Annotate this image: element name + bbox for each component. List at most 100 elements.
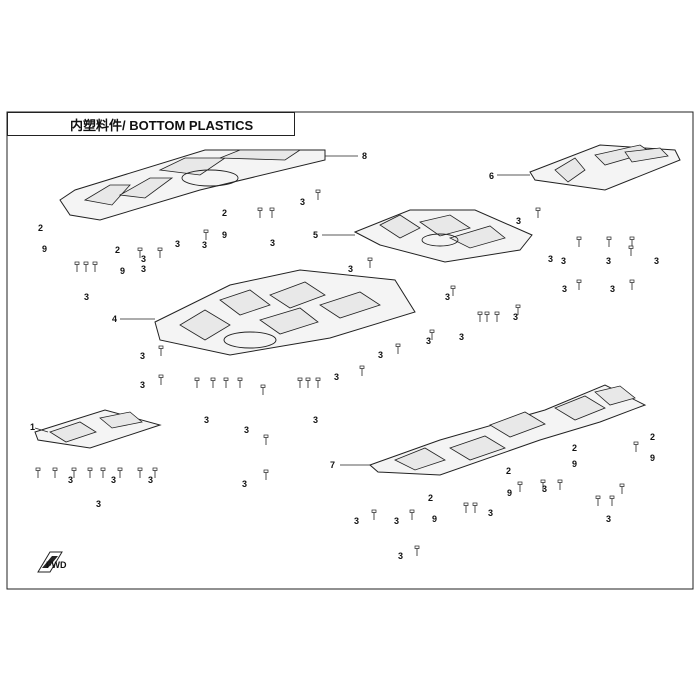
bolt-head bbox=[71, 467, 77, 471]
diagram-frame bbox=[6, 111, 694, 590]
callout-3: 3 bbox=[111, 475, 116, 485]
bolt-head bbox=[152, 467, 158, 471]
callout-3: 3 bbox=[398, 551, 403, 561]
bolt-head bbox=[463, 502, 469, 506]
bolt-head bbox=[367, 257, 373, 261]
bolt-head bbox=[223, 377, 229, 381]
part-7-bottom-plastic bbox=[340, 384, 647, 476]
bolt-head bbox=[269, 207, 275, 211]
bolt-head bbox=[409, 509, 415, 513]
callout-3: 3 bbox=[488, 508, 493, 518]
callout-3: 3 bbox=[548, 254, 553, 264]
bolt-head bbox=[359, 365, 365, 369]
bolt-head bbox=[117, 467, 123, 471]
callout-3: 3 bbox=[141, 264, 146, 274]
bolt-head bbox=[557, 479, 563, 483]
bolt-head bbox=[429, 329, 435, 333]
bolt-head bbox=[494, 311, 500, 315]
callout-3: 3 bbox=[606, 256, 611, 266]
callout-3: 3 bbox=[68, 475, 73, 485]
callout-3: 3 bbox=[270, 238, 275, 248]
bolt-head bbox=[450, 285, 456, 289]
callout-2: 2 bbox=[38, 223, 43, 233]
callout-9: 9 bbox=[650, 453, 655, 463]
part-4-bottom-plastic bbox=[120, 269, 416, 356]
callout-3: 3 bbox=[96, 499, 101, 509]
bolt-head bbox=[92, 261, 98, 265]
bolt-head bbox=[371, 509, 377, 513]
bolt-head bbox=[237, 377, 243, 381]
bolt-head bbox=[158, 374, 164, 378]
bolt-head bbox=[619, 483, 625, 487]
bolt-head bbox=[137, 467, 143, 471]
bolt-head bbox=[100, 467, 106, 471]
callout-3: 3 bbox=[516, 216, 521, 226]
bolt-head bbox=[74, 261, 80, 265]
bolt-head bbox=[35, 467, 41, 471]
callout-3: 3 bbox=[300, 197, 305, 207]
callout-3: 3 bbox=[141, 254, 146, 264]
bolt-head bbox=[606, 236, 612, 240]
bolt-head bbox=[477, 311, 483, 315]
bolt-head bbox=[137, 247, 143, 251]
callout-2: 2 bbox=[650, 432, 655, 442]
callout-3: 3 bbox=[140, 380, 145, 390]
callout-3: 3 bbox=[148, 475, 153, 485]
bolt-head bbox=[158, 345, 164, 349]
bolt-head bbox=[576, 279, 582, 283]
fwd-label: FWD bbox=[46, 560, 67, 570]
bolt-head bbox=[315, 377, 321, 381]
callout-3: 3 bbox=[561, 256, 566, 266]
bolt-head bbox=[52, 467, 58, 471]
callout-3: 3 bbox=[244, 425, 249, 435]
bolt-head bbox=[595, 495, 601, 499]
bolt-head bbox=[629, 279, 635, 283]
part-8-bottom-plastic bbox=[59, 149, 358, 221]
bolt-head bbox=[540, 479, 546, 483]
bolt-head bbox=[315, 189, 321, 193]
callout-3: 3 bbox=[606, 514, 611, 524]
callout-3: 3 bbox=[654, 256, 659, 266]
bolt-head bbox=[395, 343, 401, 347]
callout-3: 3 bbox=[562, 284, 567, 294]
callout-3: 3 bbox=[426, 336, 431, 346]
bolt-head bbox=[633, 441, 639, 445]
callout-9: 9 bbox=[120, 266, 125, 276]
fwd-direction-icon: FWD bbox=[37, 551, 67, 573]
callout-3: 3 bbox=[445, 292, 450, 302]
callout-3: 3 bbox=[354, 516, 359, 526]
bolt-head bbox=[535, 207, 541, 211]
part-5-bottom-plastic bbox=[322, 209, 533, 263]
callout-3: 3 bbox=[84, 292, 89, 302]
bolt-head bbox=[576, 236, 582, 240]
bolt-head bbox=[83, 261, 89, 265]
callout-3: 3 bbox=[394, 516, 399, 526]
callout-8: 8 bbox=[362, 151, 367, 161]
callout-5: 5 bbox=[313, 230, 318, 240]
callout-2: 2 bbox=[428, 493, 433, 503]
callout-9: 9 bbox=[42, 244, 47, 254]
fastener-bolts bbox=[35, 189, 639, 556]
callout-9: 9 bbox=[432, 514, 437, 524]
diagram-title: 内塑料件/ BOTTOM PLASTICS bbox=[70, 117, 254, 133]
bolt-head bbox=[414, 545, 420, 549]
callout-1: 1 bbox=[30, 422, 35, 432]
callout-6: 6 bbox=[489, 171, 494, 181]
bolt-head bbox=[305, 377, 311, 381]
bolt-head bbox=[472, 502, 478, 506]
callout-3: 3 bbox=[140, 351, 145, 361]
part-1-bottom-plastic bbox=[34, 409, 162, 449]
callout-2: 2 bbox=[572, 443, 577, 453]
bolt-head bbox=[629, 236, 635, 240]
bolt-head bbox=[194, 377, 200, 381]
callout-3: 3 bbox=[610, 284, 615, 294]
part-6-bottom-plastic bbox=[497, 144, 681, 191]
bolt-head bbox=[87, 467, 93, 471]
callout-4: 4 bbox=[112, 314, 117, 324]
callout-7: 7 bbox=[330, 460, 335, 470]
bolt-head bbox=[517, 481, 523, 485]
callout-3: 3 bbox=[378, 350, 383, 360]
bolt-head bbox=[263, 469, 269, 473]
bolt-head bbox=[515, 304, 521, 308]
callout-2: 2 bbox=[506, 466, 511, 476]
